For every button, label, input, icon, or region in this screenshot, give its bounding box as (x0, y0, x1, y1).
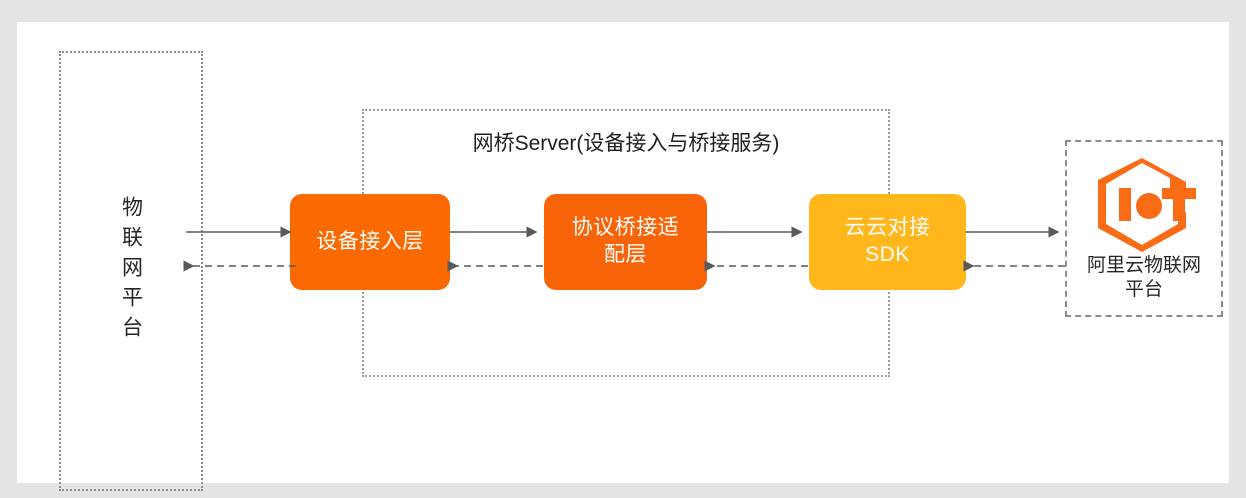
connector-adapter-to-sdk (704, 211, 809, 272)
process-box-label: 协议桥接适 配层 (572, 215, 680, 269)
connector-sdk-to-aliyun (963, 211, 1066, 272)
aliyun-iot-platform-box[interactable]: 阿里云物联网 平台 (1065, 140, 1223, 317)
process-box-label: 云云对接 SDK (845, 215, 931, 269)
process-box-label: 设备接入层 (316, 229, 424, 253)
aliyun-iot-platform-label: 阿里云物联网 平台 (1067, 254, 1221, 300)
connector-platform-to-device (183, 211, 298, 272)
iot-platform-label: 物联网平台 (119, 196, 143, 346)
process-box-cloud-to-cloud-sdk[interactable]: 云云对接 SDK (809, 194, 966, 290)
process-box-device-access-layer[interactable]: 设备接入层 (290, 194, 450, 290)
iot-hexagon-logo-icon (1098, 158, 1196, 253)
process-box-protocol-bridge-adapter-layer[interactable]: 协议桥接适 配层 (544, 194, 707, 290)
iot-platform-box[interactable]: 物联网平台 (59, 51, 203, 491)
bridge-server-title: 网桥Server(设备接入与桥接服务) (472, 132, 780, 155)
process-box-label-line2: 配层 (604, 243, 647, 266)
aliyun-iot-platform-label-line1: 阿里云物联网 (1086, 255, 1201, 277)
process-box-label-line1: 协议桥接适 (571, 216, 680, 240)
diagram-canvas: 物联网平台 网桥Server(设备接入与桥接服务) 设备接入层 协议桥接适 配层… (17, 22, 1229, 491)
process-box-label-line1: 云云对接 (844, 216, 931, 240)
connector-device-to-adapter (447, 211, 544, 272)
aliyun-iot-platform-label-line2: 平台 (1124, 278, 1163, 300)
process-box-label-line2: SDK (865, 243, 910, 266)
